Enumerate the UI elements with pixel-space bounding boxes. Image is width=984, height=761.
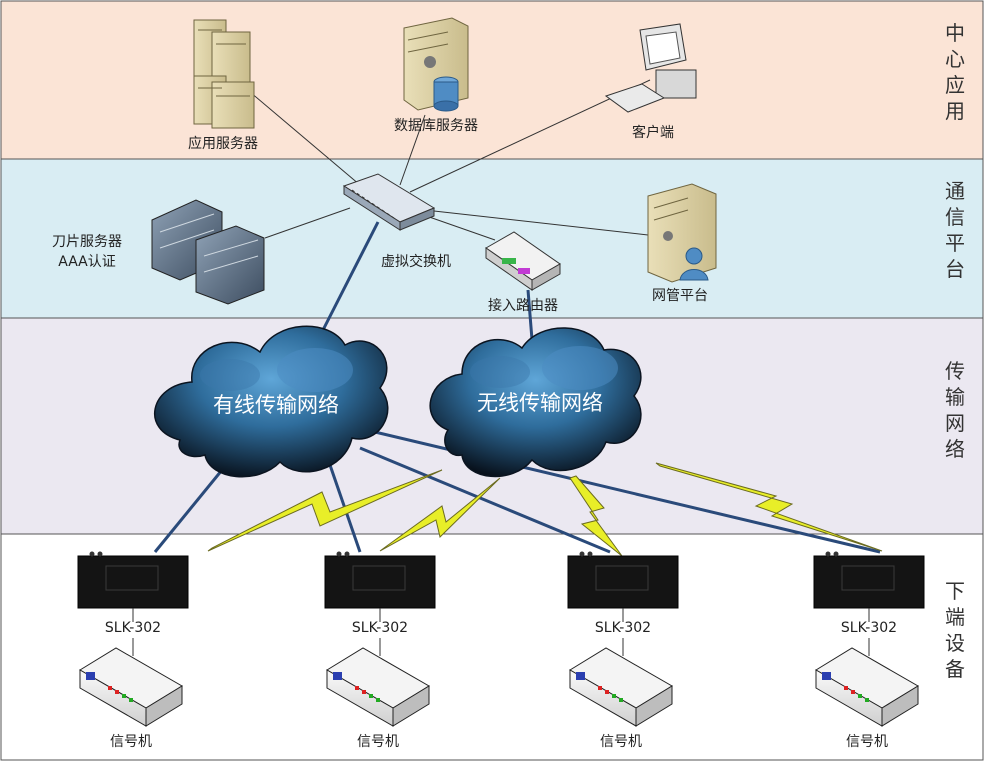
terminal-device: SLK-302 信号机: [813, 551, 925, 750]
computer-icon: [604, 23, 697, 113]
app-server-label: 应用服务器: [188, 135, 258, 152]
lightning-bolt-4: [655, 462, 883, 552]
database-server-icon: [403, 17, 469, 112]
client: 客户端: [604, 23, 697, 141]
lightning-bolt-3: [569, 475, 623, 557]
client-label: 客户端: [632, 124, 674, 141]
band-title-terminal: 下端设备: [945, 579, 965, 681]
virtual-switch-label: 虚拟交换机: [381, 253, 451, 270]
nms-server: 网管平台: [647, 183, 717, 304]
access-router-label: 接入路由器: [488, 297, 558, 314]
signal-machine-label: 信号机: [110, 734, 152, 750]
nms-label: 网管平台: [652, 288, 708, 304]
db-server-label: 数据库服务器: [394, 118, 478, 134]
signal-machine-icon: [79, 647, 183, 727]
device-model-label: SLK-302: [105, 620, 161, 636]
terminal-device: SLK-302 信号机: [324, 551, 436, 750]
server-icon: [193, 19, 255, 129]
wireless-network-cloud: 无线传输网络: [429, 327, 642, 478]
router-icon: [485, 231, 561, 291]
controller-box-icon: [324, 551, 436, 622]
switch-icon: [342, 173, 436, 231]
signal-machine-label: 信号机: [357, 734, 399, 750]
access-router: 接入路由器: [485, 231, 561, 314]
controller-box-icon: [77, 551, 189, 622]
server-icon: [647, 183, 717, 283]
terminal-device: SLK-302 信号机: [567, 551, 679, 750]
lightning-bolt-1: [207, 469, 443, 552]
signal-machine-icon: [815, 647, 919, 727]
blade-server-label-line2: AAA认证: [58, 254, 116, 270]
signal-machine-label: 信号机: [600, 734, 642, 750]
blade-server-label-line1: 刀片服务器: [52, 234, 122, 250]
blade-server-icon: [151, 199, 265, 305]
signal-machine-label: 信号机: [846, 734, 888, 750]
terminal-devices: SLK-302 信号机 SLK-302 信号机 SLK-302 信号机 SLK-302 信号机: [77, 551, 925, 750]
terminal-device: SLK-302 信号机: [77, 551, 189, 750]
band-title-comm: 通信平台: [945, 179, 965, 281]
controller-box-icon: [567, 551, 679, 622]
band-title-transport: 传输网络: [945, 359, 965, 461]
device-model-label: SLK-302: [595, 620, 651, 636]
signal-machine-icon: [569, 647, 673, 727]
app-server: 应用服务器: [188, 19, 258, 152]
controller-box-icon: [813, 551, 925, 622]
band-title-center: 中心应用: [945, 21, 965, 123]
band-center: 中心应用: [0, 0, 984, 160]
db-server: 数据库服务器: [394, 17, 478, 134]
wired-network-cloud: 有线传输网络: [153, 325, 389, 478]
wireless-links: [207, 462, 883, 557]
blade-server: 刀片服务器 AAA认证: [52, 199, 265, 305]
virtual-switch: 虚拟交换机: [342, 173, 451, 270]
wired-network-label: 有线传输网络: [213, 393, 339, 417]
wireless-network-label: 无线传输网络: [477, 391, 603, 415]
signal-machine-icon: [326, 647, 430, 727]
device-model-label: SLK-302: [352, 620, 408, 636]
device-model-label: SLK-302: [841, 620, 897, 636]
lightning-bolt-2: [379, 477, 501, 552]
